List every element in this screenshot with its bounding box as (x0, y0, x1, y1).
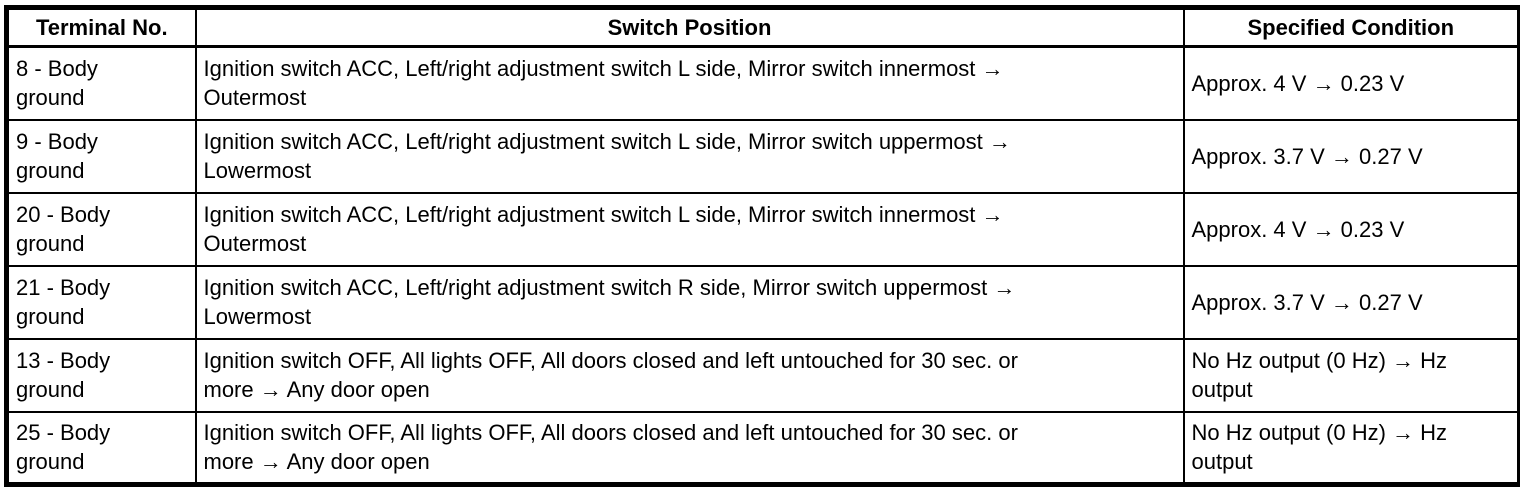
table-row: 9 - Body ground Ignition switch ACC, Lef… (5, 118, 1520, 194)
specified-condition-cell: No Hz output (0 Hz) → Hz output (1182, 337, 1520, 413)
header-terminal-no: Terminal No. (5, 6, 197, 48)
header-row: Terminal No. Switch Position Specified C… (5, 6, 1520, 48)
switch-position-cell: Ignition switch ACC, Left/right adjustme… (194, 191, 1185, 267)
terminal-cell: 20 - Body ground (5, 191, 197, 267)
header-specified-condition: Specified Condition (1182, 6, 1520, 48)
specified-condition-cell: Approx. 4 V → 0.23 V (1182, 45, 1520, 121)
specified-condition-cell: No Hz output (0 Hz) → Hz output (1182, 410, 1520, 486)
header-switch-position: Switch Position (194, 6, 1185, 48)
terminal-cell: 13 - Body ground (5, 337, 197, 413)
terminal-specification-table: Terminal No. Switch Position Specified C… (4, 5, 1520, 487)
specified-condition-cell: Approx. 3.7 V → 0.27 V (1182, 118, 1520, 194)
terminal-cell: 25 - Body ground (5, 410, 197, 486)
table-row: 8 - Body ground Ignition switch ACC, Lef… (5, 45, 1520, 121)
switch-position-cell: Ignition switch OFF, All lights OFF, All… (194, 410, 1185, 486)
switch-position-cell: Ignition switch ACC, Left/right adjustme… (194, 118, 1185, 194)
terminal-cell: 8 - Body ground (5, 45, 197, 121)
table-row: 20 - Body ground Ignition switch ACC, Le… (5, 191, 1520, 267)
table-row: 21 - Body ground Ignition switch ACC, Le… (5, 264, 1520, 340)
terminal-cell: 9 - Body ground (5, 118, 197, 194)
table-row: 25 - Body ground Ignition switch OFF, Al… (5, 410, 1520, 486)
specified-condition-cell: Approx. 4 V → 0.23 V (1182, 191, 1520, 267)
switch-position-cell: Ignition switch OFF, All lights OFF, All… (194, 337, 1185, 413)
terminal-cell: 21 - Body ground (5, 264, 197, 340)
specified-condition-cell: Approx. 3.7 V → 0.27 V (1182, 264, 1520, 340)
switch-position-cell: Ignition switch ACC, Left/right adjustme… (194, 45, 1185, 121)
table-row: 13 - Body ground Ignition switch OFF, Al… (5, 337, 1520, 413)
switch-position-cell: Ignition switch ACC, Left/right adjustme… (194, 264, 1185, 340)
